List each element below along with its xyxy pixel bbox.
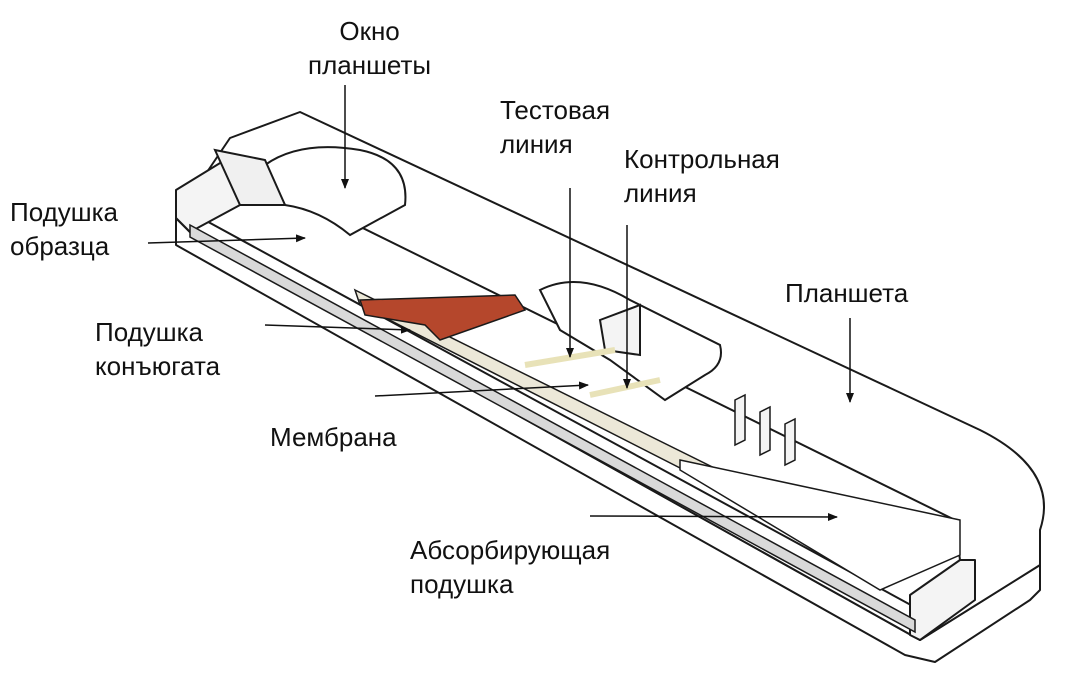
label-absorbent-pad: Абсорбирующая подушка — [410, 533, 610, 601]
label-conjugate-pad-line2: конъюгата — [95, 351, 221, 381]
label-window-line1: Окно — [339, 16, 400, 46]
backing-layer — [189, 223, 916, 634]
arrow-membrane — [374, 381, 589, 397]
label-conjugate-pad: Подушка конъюгата — [95, 315, 220, 383]
label-absorbent-pad-line1: Абсорбирующая — [410, 535, 611, 565]
pointer-arrows — [147, 85, 854, 521]
support-ribs — [734, 393, 796, 467]
label-sample-pad-line2: образца — [10, 231, 110, 261]
label-cassette: Планшета — [785, 276, 908, 310]
label-control-line-line1: Контрольная — [624, 144, 780, 174]
label-cassette-line1: Планшета — [785, 278, 909, 308]
reading-window — [538, 281, 722, 402]
label-window: Окно планшеты — [308, 14, 431, 82]
label-test-line-line1: Тестовая — [500, 95, 611, 125]
label-control-line: Контрольная линия — [624, 142, 780, 210]
label-test-line: Тестовая линия — [500, 93, 610, 161]
label-membrane: Мембрана — [270, 420, 397, 454]
arrow-sample-pad — [147, 234, 306, 244]
arrow-absorbent-pad — [589, 512, 838, 521]
arrow-conjugate-pad — [264, 324, 411, 334]
label-control-line-line2: линия — [624, 178, 697, 208]
label-test-line-line2: линия — [500, 129, 573, 159]
label-sample-pad: Подушка образца — [10, 195, 118, 263]
label-sample-pad-line1: Подушка — [10, 197, 119, 227]
label-membrane-line1: Мембрана — [270, 422, 397, 452]
right-end-block — [909, 559, 976, 641]
sample-window — [213, 146, 407, 237]
label-conjugate-pad-line1: Подушка — [95, 317, 204, 347]
absorbent-pad-layer — [679, 459, 961, 591]
conjugate-pad — [358, 294, 527, 341]
label-absorbent-pad-line2: подушка — [410, 569, 514, 599]
label-window-line2: планшеты — [308, 50, 432, 80]
test-strip — [189, 223, 961, 634]
